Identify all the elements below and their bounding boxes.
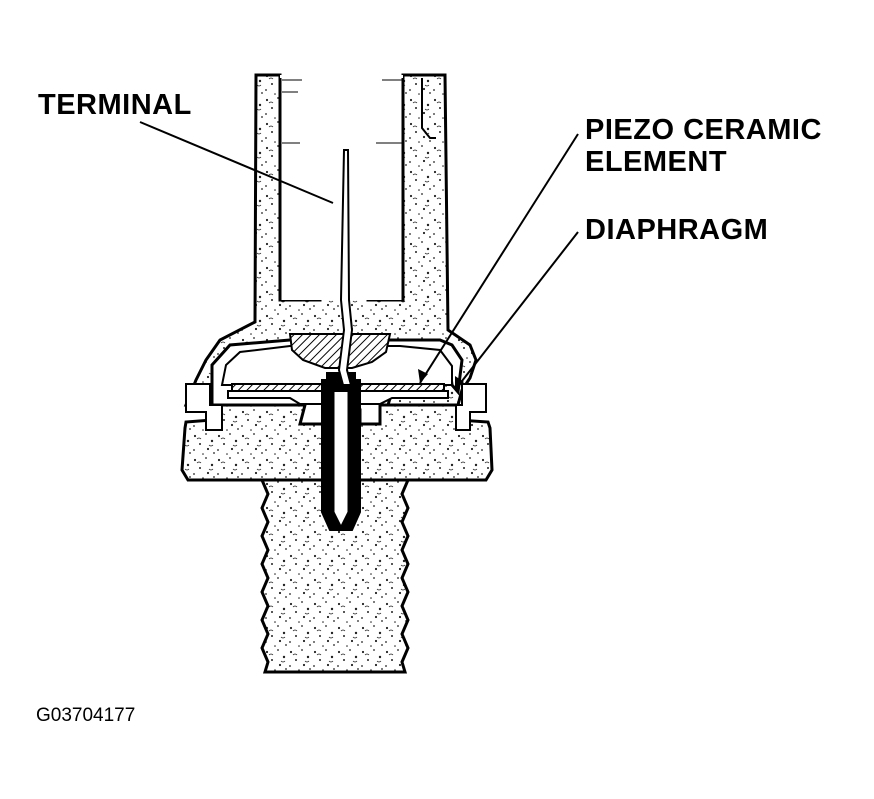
left-retainer-clip [185, 383, 223, 431]
figure-id: G03704177 [36, 705, 136, 726]
diaphragm-leader-line [454, 231, 579, 391]
piezo-leader-arrowhead [418, 369, 428, 383]
seismic-weight [288, 333, 392, 369]
right-retainer-clip [455, 383, 487, 431]
terminal-pin [337, 149, 354, 386]
piezo-ceramic-label-line1: PIEZO CERAMIC [585, 114, 822, 146]
terminal-label: TERMINAL [38, 89, 192, 121]
diaphragm-leader-arrowhead [455, 376, 464, 390]
piezo-leader-line [419, 133, 579, 384]
piezo-ceramic-label-line2: ELEMENT [585, 146, 728, 178]
terminal-leader-line [139, 121, 334, 204]
diaphragm-label: DIAPHRAGM [585, 214, 769, 246]
threaded-shank [259, 478, 411, 674]
